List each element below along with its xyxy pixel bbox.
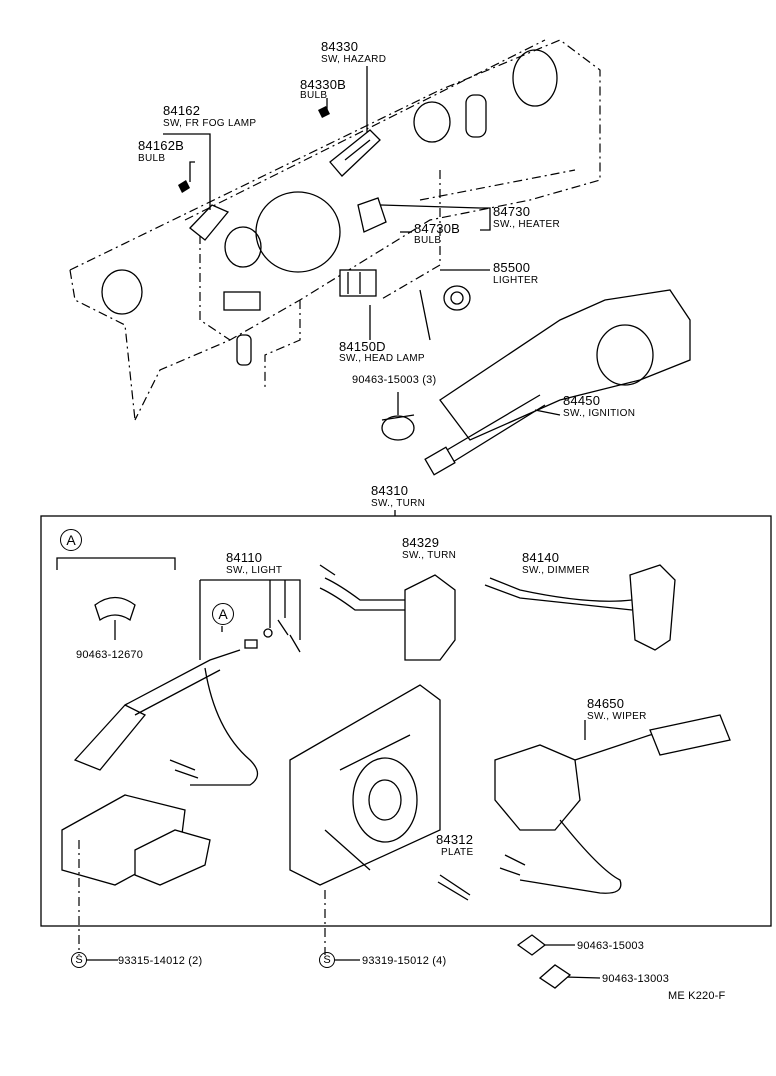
part-name-84730b: BULB — [414, 235, 442, 246]
part-number-84650: 84650 — [587, 696, 625, 711]
part-number-93319-15012: 93319-15012 (4) — [362, 955, 447, 967]
part-number-90463-15003: 90463-15003 — [577, 940, 645, 952]
part-number-84110: 84110 — [226, 550, 263, 565]
part-number-84730b: 84730B — [414, 221, 461, 236]
part-name-85500: LIGHTER — [493, 275, 539, 286]
supplier-marker-2: S — [319, 952, 335, 968]
part-name-84450: SW., IGNITION — [563, 408, 636, 419]
instrument-panel-outline — [69, 39, 601, 421]
part-number-90463-12670: 90463-12670 — [76, 649, 144, 661]
part-number-84730: 84730 — [493, 204, 531, 219]
part-name-84312: PLATE — [441, 847, 474, 858]
part-name-84730: SW., HEATER — [493, 219, 561, 230]
part-number-90463-15003-3: 90463-15003 (3) — [352, 374, 437, 386]
turn-switch-body-shape — [289, 684, 441, 886]
heater-switch-shape — [357, 197, 387, 233]
part-number-84329: 84329 — [402, 535, 440, 550]
part-number-84310: 84310 — [371, 483, 409, 498]
clamp-90463-15003-shape — [381, 414, 415, 441]
part-number-85500: 85500 — [493, 260, 531, 275]
clamp-90463-13003-shape — [538, 964, 572, 989]
part-number-90463-13003: 90463-13003 — [602, 973, 670, 985]
wiper-switch-shape — [494, 714, 731, 894]
clamp-90463-15003-b-shape — [516, 934, 547, 956]
part-name-84162b: BULB — [138, 153, 166, 164]
part-name-84310: SW., TURN — [371, 498, 426, 509]
part-number-84162b: 84162B — [138, 138, 185, 153]
hazard-switch-shape — [329, 129, 381, 177]
plate-84312-shape — [437, 874, 471, 901]
detail-a-marker: A — [60, 529, 82, 551]
part-number-84312: 84312 — [436, 832, 474, 847]
supplier-marker-1: S — [71, 952, 87, 968]
part-number-84330b: 84330B — [300, 77, 347, 92]
detail-a-marker-2: A — [212, 603, 234, 625]
light-switch-shape — [73, 619, 301, 786]
clamp-90463-12670-shape — [94, 596, 136, 640]
diagram-code: ME K220-F — [668, 990, 726, 1002]
part-number-84140: 84140 — [522, 550, 560, 565]
detail-a-bracket — [56, 557, 176, 570]
instrument-panel-gauges — [101, 49, 558, 366]
bulb-84330b-shape — [318, 106, 330, 118]
ignition-switch-shape — [424, 289, 691, 476]
part-number-84330: 84330 — [321, 39, 359, 54]
part-number-84450: 84450 — [563, 393, 601, 408]
part-name-84329: SW., TURN — [402, 550, 457, 561]
part-name-84162: SW, FR FOG LAMP — [163, 118, 257, 129]
fog-lamp-switch-shape — [189, 204, 230, 241]
head-lamp-switch-shape — [339, 269, 377, 297]
part-name-84110: SW., LIGHT — [226, 565, 283, 576]
leader-lines-upper — [163, 66, 561, 416]
part-name-84330: SW, HAZARD — [321, 54, 387, 65]
part-name-84140: SW., DIMMER — [522, 565, 590, 576]
leader-84110 — [199, 579, 301, 660]
turn-switch-84329-shape — [319, 564, 456, 661]
lighter-shape — [443, 285, 471, 311]
part-name-84330b: BULB — [300, 90, 328, 101]
part-number-84150d: 84150D — [339, 339, 386, 354]
part-name-84650: SW., WIPER — [587, 711, 647, 722]
part-name-84150d: SW., HEAD LAMP — [339, 353, 425, 364]
turn-switch-assembly-frame — [40, 515, 772, 927]
part-number-93315-14012: 93315-14012 (2) — [118, 955, 203, 967]
part-number-84162: 84162 — [163, 103, 201, 118]
dimmer-switch-shape — [484, 564, 676, 651]
bulb-84162b-shape — [178, 180, 190, 193]
connector-block-shape — [61, 794, 211, 886]
leader-lines-lower — [78, 720, 601, 979]
